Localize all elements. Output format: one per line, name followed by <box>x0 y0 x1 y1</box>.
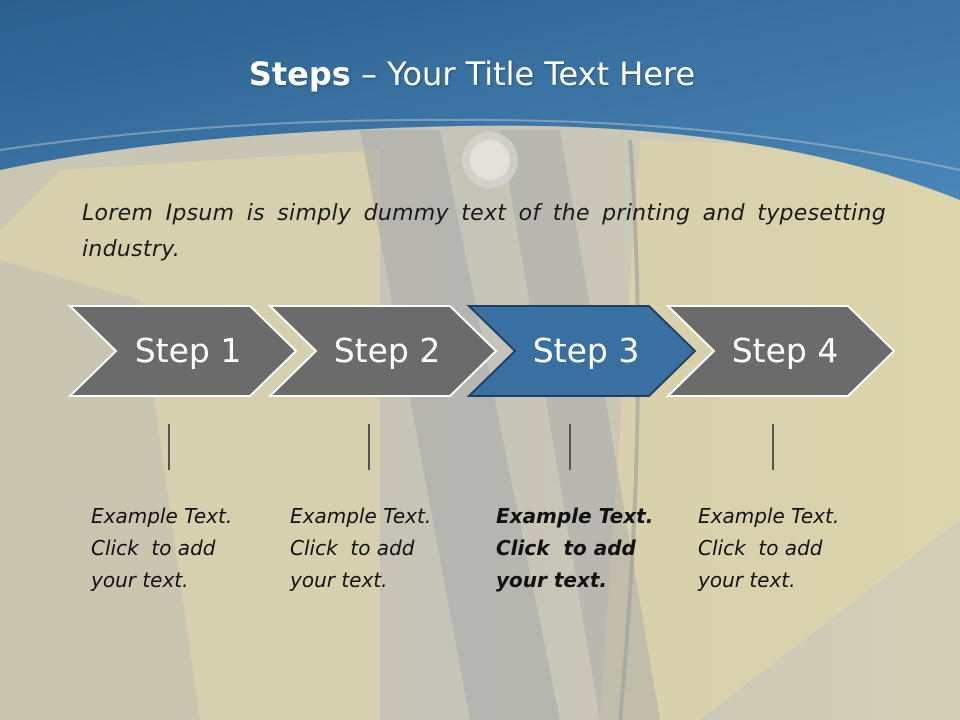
step-1-desc-line-1: Example Text. <box>91 504 233 528</box>
step-1-label: Step 1 <box>134 331 242 370</box>
step-2-desc-line-3: your text. <box>290 568 388 592</box>
step-1-desc-line-2: Click to add <box>91 536 216 560</box>
step-3-description[interactable]: Example Text. Click to add your text. <box>496 500 666 596</box>
step-2-description[interactable]: Example Text. Click to add your text. <box>290 500 460 596</box>
chevron-step-1[interactable] <box>67 305 298 397</box>
step-1-connector <box>168 424 170 470</box>
step-1-description[interactable]: Example Text. Click to add your text. <box>91 500 261 596</box>
step-2-connector <box>368 424 370 470</box>
chevron-step-2[interactable] <box>267 305 498 397</box>
step-1-desc-line-3: your text. <box>91 568 189 592</box>
step-3-label: Step 3 <box>532 331 640 370</box>
step-4-label: Step 4 <box>731 331 839 370</box>
step-4-desc-line-2: Click to add <box>698 536 823 560</box>
title-rest: – Your Title Text Here <box>350 55 696 93</box>
step-3-desc-line-3: your text. <box>496 568 608 592</box>
intro-text: Lorem Ipsum is simply dummy text of the … <box>82 201 886 262</box>
slide-title: Steps – Your Title Text Here <box>0 52 944 96</box>
step-2-desc-line-1: Example Text. <box>290 504 432 528</box>
step-3-desc-line-2: Click to add <box>496 536 636 560</box>
step-4-connector <box>772 424 774 470</box>
step-2-label: Step 2 <box>333 331 441 370</box>
step-4-desc-line-1: Example Text. <box>698 504 840 528</box>
chevron-step-3[interactable] <box>466 305 697 397</box>
step-3-connector <box>569 424 571 470</box>
step-3-desc-line-1: Example Text. <box>496 504 654 528</box>
step-4-description[interactable]: Example Text. Click to add your text. <box>698 500 868 596</box>
chevron-step-4[interactable] <box>665 305 896 397</box>
step-4-desc-line-3: your text. <box>698 568 796 592</box>
step-2-desc-line-2: Click to add <box>290 536 415 560</box>
title-bold: Steps <box>248 55 351 93</box>
